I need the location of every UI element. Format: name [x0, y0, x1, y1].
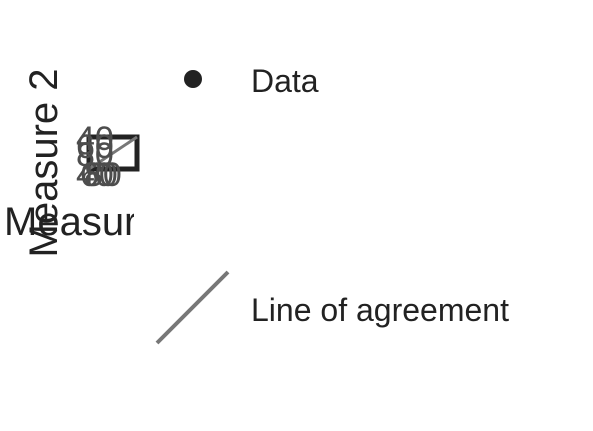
- panel-border: [86, 134, 140, 172]
- legend-agreement-line-icon: [155, 270, 230, 345]
- y-tick-label: 40: [76, 120, 114, 158]
- legend-line-label: Line of agreement: [251, 292, 509, 328]
- y-tick-label: 80: [76, 136, 114, 174]
- legend: Data Line of agreement: [155, 63, 509, 345]
- y-tick-label: 60: [76, 128, 114, 166]
- x-axis-label: Measure 1: [4, 200, 193, 244]
- agreement-line: [88, 135, 138, 171]
- legend-data-label: Data: [251, 63, 319, 99]
- y-axis-label: Measure 2: [22, 69, 66, 258]
- x-tick-label: 40: [76, 156, 114, 194]
- x-tick-label: 60: [80, 156, 118, 194]
- legend-data-point-icon: [184, 70, 202, 88]
- x-tick-label: 80: [84, 156, 122, 194]
